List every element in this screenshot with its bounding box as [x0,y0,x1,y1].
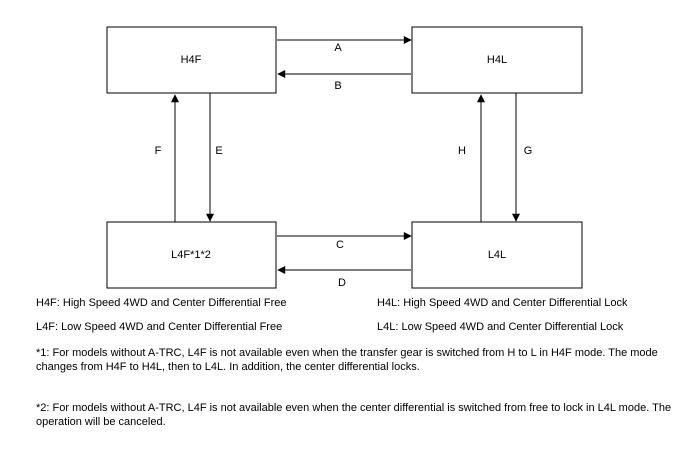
mode-box-h4f: H4F [106,26,277,94]
legend-h4l: H4L: High Speed 4WD and Center Different… [377,297,628,309]
legend-l4l: L4L: Low Speed 4WD and Center Differenti… [377,321,624,333]
mode-box-l4l: L4L [411,221,583,289]
arrow-label-b: B [334,80,341,92]
arrow-label-f: F [155,145,162,157]
mode-label-l4f: L4F*1*2 [171,249,211,261]
mode-label-h4l: H4L [487,54,507,66]
arrow-label-e: E [215,145,222,157]
arrow-label-g: G [524,145,533,157]
arrow-label-h: H [458,145,466,157]
mode-box-h4l: H4L [411,26,583,94]
legend-h4f: H4F: High Speed 4WD and Center Different… [36,297,287,309]
mode-box-l4f: L4F*1*2 [106,221,277,289]
footnote-2: *2: For models without A-TRC, L4F is not… [36,402,672,428]
legend-l4f: L4F: Low Speed 4WD and Center Differenti… [36,321,283,333]
mode-label-h4f: H4F [181,54,202,66]
footnote-1: *1: For models without A-TRC, L4F is not… [36,347,658,373]
mode-transition-diagram: H4F H4L L4F*1*2 L4L A B C D F E H G [106,26,583,289]
arrow-label-c: C [336,239,344,251]
arrow-label-d: D [338,277,346,289]
arrow-label-a: A [334,42,342,54]
mode-label-l4l: L4L [488,249,506,261]
